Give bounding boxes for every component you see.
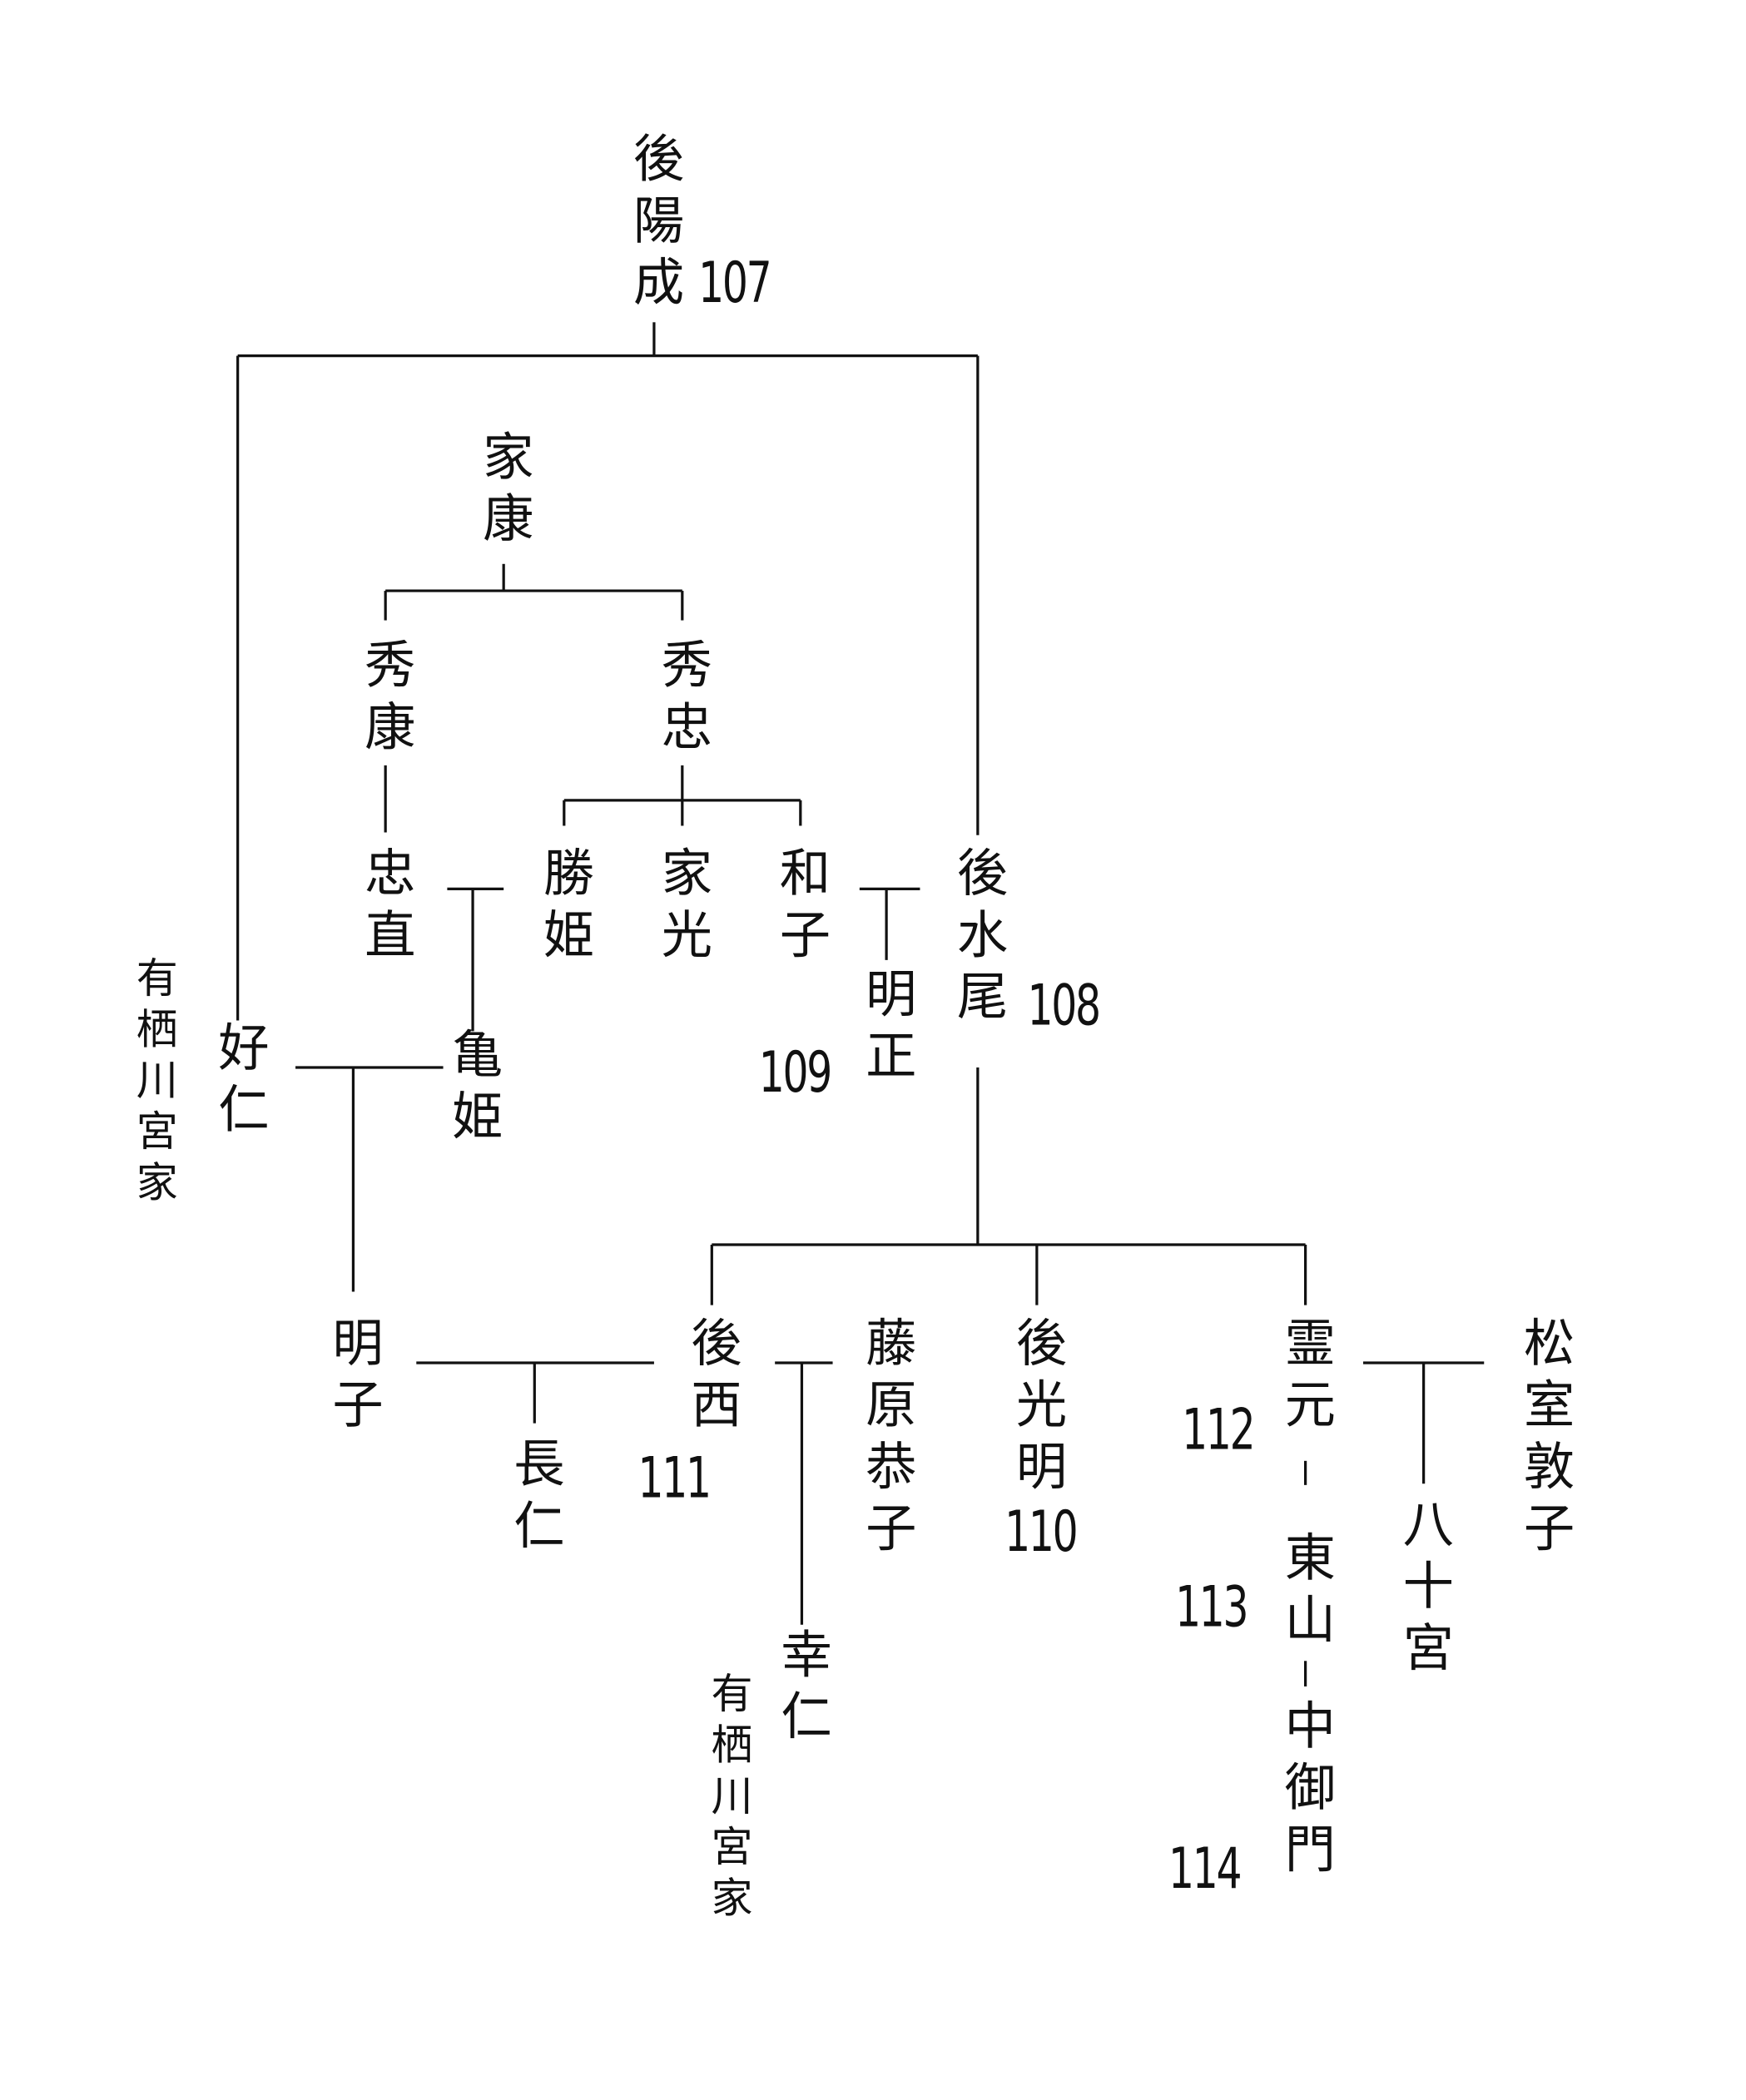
emperor-number-110: 110 [1004,1498,1079,1565]
emperor-number-113: 113 [1175,1573,1249,1640]
house-arisugawa-2: 有栖川宮家 [702,1672,751,1927]
person-masako: 和子 [771,845,831,970]
person-meisho: 明正 [856,966,916,1091]
person-go-sai: 後西 [682,1315,742,1439]
emperor-number-114: 114 [1168,1835,1243,1902]
person-higashiyama: 東山 [1276,1530,1336,1655]
person-hidetada: 秀忠 [652,637,712,762]
emperor-number-109: 109 [758,1039,833,1106]
person-osahito: 長仁 [504,1436,564,1561]
person-go-yozei: 後陽成 [624,131,684,317]
person-yoshihito: 好仁 [209,1020,269,1144]
emperor-number-108: 108 [1027,972,1102,1038]
person-iemitsu: 家光 [652,845,712,970]
person-yukihito: 幸仁 [771,1627,831,1751]
person-tadanao: 忠直 [355,845,415,970]
person-nakamikado: 中御門 [1276,1698,1336,1885]
person-kamehime: 亀姫 [443,1027,503,1152]
person-go-komyo: 後光明 [1007,1315,1067,1502]
emperor-number-111: 111 [637,1444,712,1511]
emperor-number-112: 112 [1182,1396,1256,1463]
person-ieyasu: 家康 [474,429,533,553]
person-reigen: 霊元 [1276,1315,1336,1439]
person-matsumuro-atsuko: 松室敦子 [1515,1315,1575,1563]
person-fujiwara-kyoko: 藤原恭子 [856,1315,916,1563]
person-yasonomiya: 八十宮 [1394,1497,1454,1683]
emperor-number-107: 107 [698,250,772,316]
person-hideyasu: 秀康 [355,637,415,762]
person-akiko: 明子 [323,1315,383,1439]
person-katsuhime: 勝姫 [534,845,594,970]
house-arisugawa-1: 有栖川宮家 [128,956,177,1211]
person-go-mizunoo: 後水尾 [948,845,1008,1032]
